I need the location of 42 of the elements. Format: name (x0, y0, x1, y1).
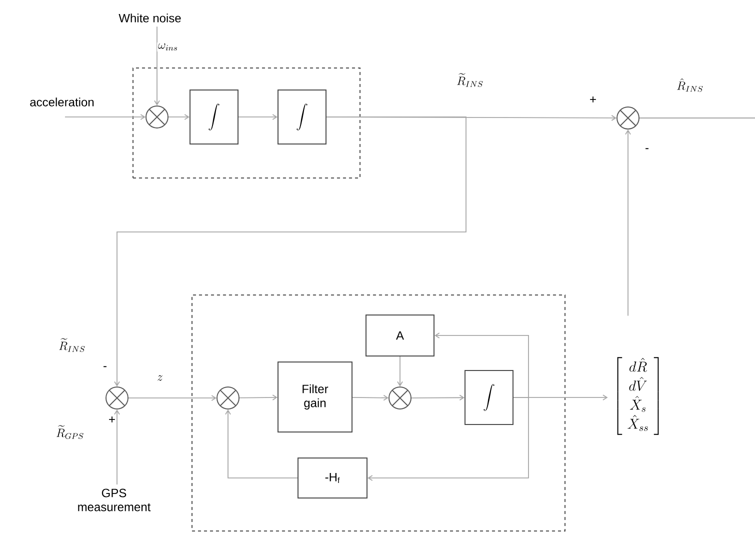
dashed-group-box (192, 294, 566, 532)
summing-junction (106, 386, 128, 410)
filter-gain-block: Filter gain (278, 361, 352, 432)
arrow (114, 409, 120, 485)
summing-junction (388, 386, 412, 410)
integrator-block: $\int$ (190, 89, 238, 144)
edge-label: $\widetilde{R}_{INS}$ (58, 337, 86, 353)
gain-block: A (366, 314, 434, 356)
arrow (154, 26, 160, 106)
arrow (238, 114, 278, 120)
dashed-group-box (132, 67, 360, 178)
arrow (352, 394, 389, 401)
summing-junction (146, 106, 168, 128)
arrow (239, 394, 278, 400)
summing-junction (216, 386, 240, 410)
arrow (114, 116, 466, 386)
sign-label: + (590, 96, 596, 102)
edge-label: acceleration (28, 96, 96, 108)
edge-label: $\omega_{ins}$ (157, 42, 179, 52)
arrow (225, 409, 298, 478)
state-vector: $\left[\begin{array}{c} d\hat{R}\\ d\hat{V}\\ \hat{X}_{s}\\ \hat{X}_{ss}\end{array}\right]$ (617, 357, 659, 435)
edge-label: $z$ (156, 374, 164, 382)
sign-label: + (109, 416, 115, 422)
edge-label: $\widetilde{R}_{GPS}$ (54, 424, 86, 440)
arrow (625, 129, 631, 316)
edge-label: $\hat{R}_{INS}$ (676, 77, 704, 93)
integrator-block: $\int$ (464, 370, 514, 425)
arrow (368, 397, 529, 481)
feedback-block: -H$_{f}$ (298, 457, 368, 498)
text-label: GPS measurement (78, 488, 151, 512)
arrow (434, 332, 529, 398)
sign-label: - (104, 366, 106, 368)
arrow (64, 114, 146, 120)
arrow (397, 356, 403, 386)
edge-label: $\widetilde{R}_{INS}$ (456, 72, 484, 88)
summing-junction (616, 106, 640, 130)
sign-label: - (646, 148, 648, 150)
text-label: White noise (118, 14, 181, 22)
arrow (128, 395, 216, 401)
arrow (168, 114, 190, 120)
arrow (411, 394, 464, 401)
integrator-block: $\int$ (278, 89, 326, 144)
